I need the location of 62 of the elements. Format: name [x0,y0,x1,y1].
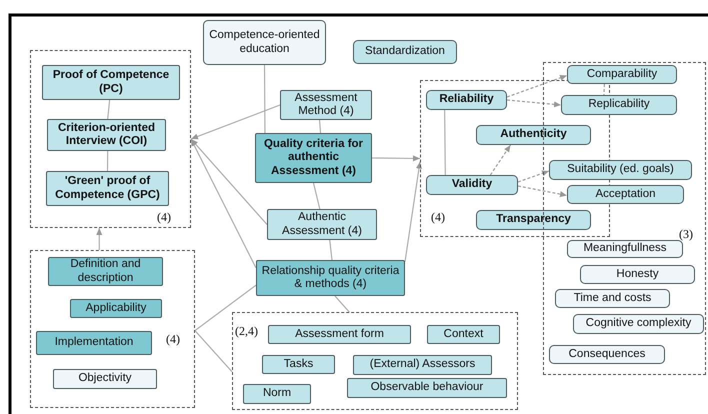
education-box: Competence-oriented education [203,20,326,65]
arrow [190,138,256,268]
arrow [404,162,422,262]
aspect-box: Observable behaviour [347,378,507,398]
competence-box: Criterion-oriented Interview (COI) [47,119,166,151]
group-number-label: (4) [157,211,171,225]
criterion-box: Replicability [561,95,677,115]
group-number-label: (2,4) [235,325,258,339]
arrow [506,99,562,108]
method-box: Applicability [70,299,162,318]
competence-box: Proof of Competence (PC) [42,65,180,100]
arrow [490,144,511,176]
method-box: Assessment Method (4) [280,90,372,120]
method-box: Implementation [36,331,152,355]
group-number-label: (4) [166,333,180,347]
criterion-box: Authenticity [476,125,591,145]
connector-line [312,182,320,210]
arrow [506,74,568,98]
method-box: Definition and description [48,257,163,286]
group-number-label: (4) [431,211,445,225]
connector-line [334,296,350,312]
criterion-box: Suitability (ed. goals) [549,160,692,180]
aspect-box: (External) Assessors [353,355,492,375]
criterion-box: Consequences [549,345,665,364]
criterion-box: Transparency [476,210,591,230]
criterion-box: Validity [426,175,518,195]
group-number-label: (3) [679,228,693,242]
arrow [190,138,268,225]
connector-line [107,100,110,120]
connector-line [444,110,446,175]
criterion-box: Honesty [580,265,695,284]
criterion-box: Time and costs [555,289,670,308]
aspect-box: Context [427,325,500,344]
aspect-box: Norm [243,384,311,404]
criterion-box: Reliability [426,90,507,110]
aspect-box: Tasks [262,355,335,374]
connector-line [194,284,256,332]
arrow [96,228,102,250]
criterion-box: Meaningfullness [567,240,683,258]
criterion-box: Cognitive complexity [573,314,704,334]
relationship-box: Relationship quality criteria & methods (4) [256,260,405,296]
criterion-box: Acceptation [567,185,684,204]
arrow [518,185,568,198]
method-box: Objectivity [53,369,157,389]
quality-criteria-box: Quality criteria for authentic Assessment (4) [255,133,372,183]
connector-line [106,151,108,171]
arrow [518,170,550,183]
criterion-box: Standardization [353,40,457,64]
aspect-box: Assessment form [268,325,411,344]
assessment-box: Authentic Assessment (4) [267,209,377,240]
connector-line [319,120,322,134]
arrow [190,104,280,140]
criterion-box: Comparability [567,65,677,84]
connector-line [264,65,266,133]
arrow [372,155,420,162]
connector-line [603,84,605,96]
dashed-group-frame [30,50,191,228]
connector-line [194,330,232,372]
dashed-group-frame [232,312,518,410]
connector-line [329,240,333,260]
competence-box: 'Green' proof of Competence (GPC) [46,171,169,206]
dashed-group-frame [30,250,195,408]
